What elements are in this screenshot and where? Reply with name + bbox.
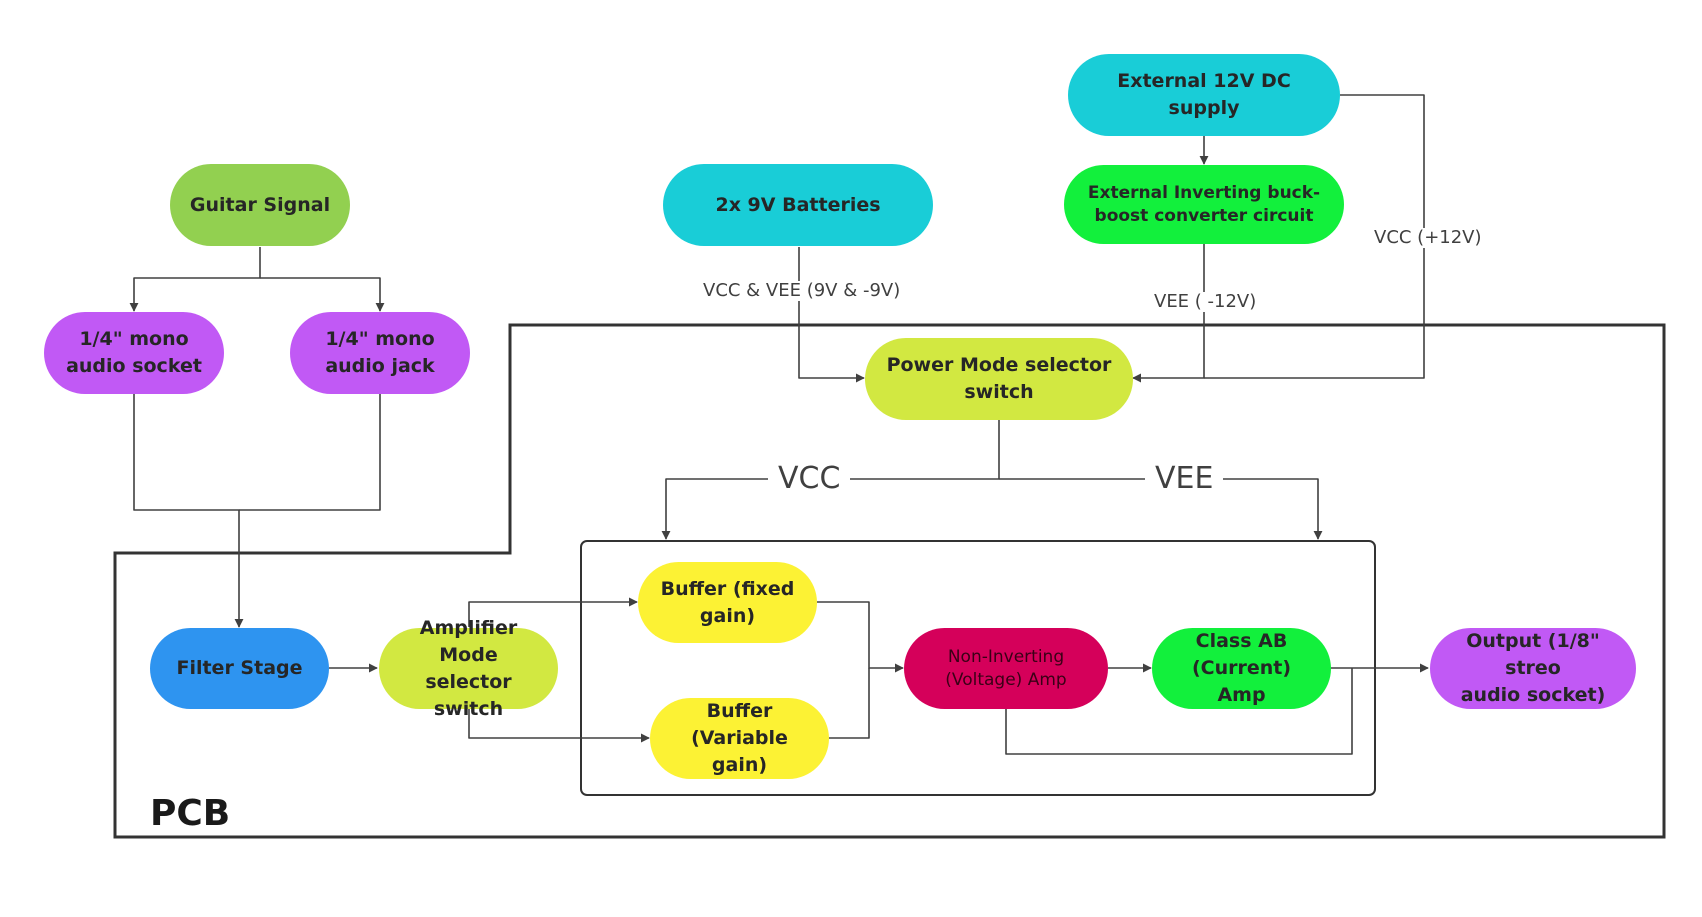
vee-external-label: VEE ( -12V) <box>1151 292 1260 312</box>
non-inverting-amp-node: Non-Inverting (Voltage) Amp <box>904 628 1108 709</box>
mono-audio-socket-node: 1/4" mono audio socket <box>44 312 224 394</box>
inverting-converter-node: External Inverting buck- boost converter… <box>1064 165 1344 244</box>
power-mode-switch-node: Power Mode selector switch <box>865 338 1133 420</box>
battery-rails-label: VCC & VEE (9V & -9V) <box>700 281 904 301</box>
connector-buffer-fixed-to-noninverting <box>817 601 904 673</box>
connector-buffer-variable-to-noninverting <box>829 668 870 739</box>
pcb-label: PCB <box>150 793 231 834</box>
batteries-node: 2x 9V Batteries <box>663 164 933 246</box>
vee-rail-label: VEE <box>1145 464 1224 494</box>
connector-amp-switch-to-buffer-fixed <box>468 597 638 627</box>
filter-stage-node: Filter Stage <box>150 628 329 709</box>
output-socket-node: Output (1/8" streo audio socket) <box>1430 628 1636 709</box>
buffer-variable-gain-node: Buffer (Variable gain) <box>650 698 829 779</box>
connector-guitar-to-socket <box>129 247 261 312</box>
connector-guitar-to-jack <box>260 277 385 312</box>
pcb-outline <box>113 323 1666 839</box>
connector-amp-switch-to-buffer-variable <box>468 709 650 743</box>
connector-jack-to-filter <box>239 393 381 511</box>
mono-audio-jack-node: 1/4" mono audio jack <box>290 312 470 394</box>
connector-batteries-to-power-switch <box>798 247 865 383</box>
connector-socket-to-filter <box>133 393 244 628</box>
buffer-fixed-gain-node: Buffer (fixed gain) <box>638 562 817 643</box>
connector-power-switch-to-vee-rail <box>999 478 1323 540</box>
vcc-external-label: VCC (+12V) <box>1371 228 1485 248</box>
external-supply-node: External 12V DC supply <box>1068 54 1340 136</box>
connector-noninverting-feedback <box>1005 668 1353 755</box>
vcc-rail-label: VCC <box>768 464 851 494</box>
class-ab-amp-node: Class AB (Current) Amp <box>1152 628 1331 709</box>
amplifier-mode-switch-node: Amplifier Mode selector switch <box>379 617 558 720</box>
guitar-signal-node: Guitar Signal <box>170 164 350 246</box>
